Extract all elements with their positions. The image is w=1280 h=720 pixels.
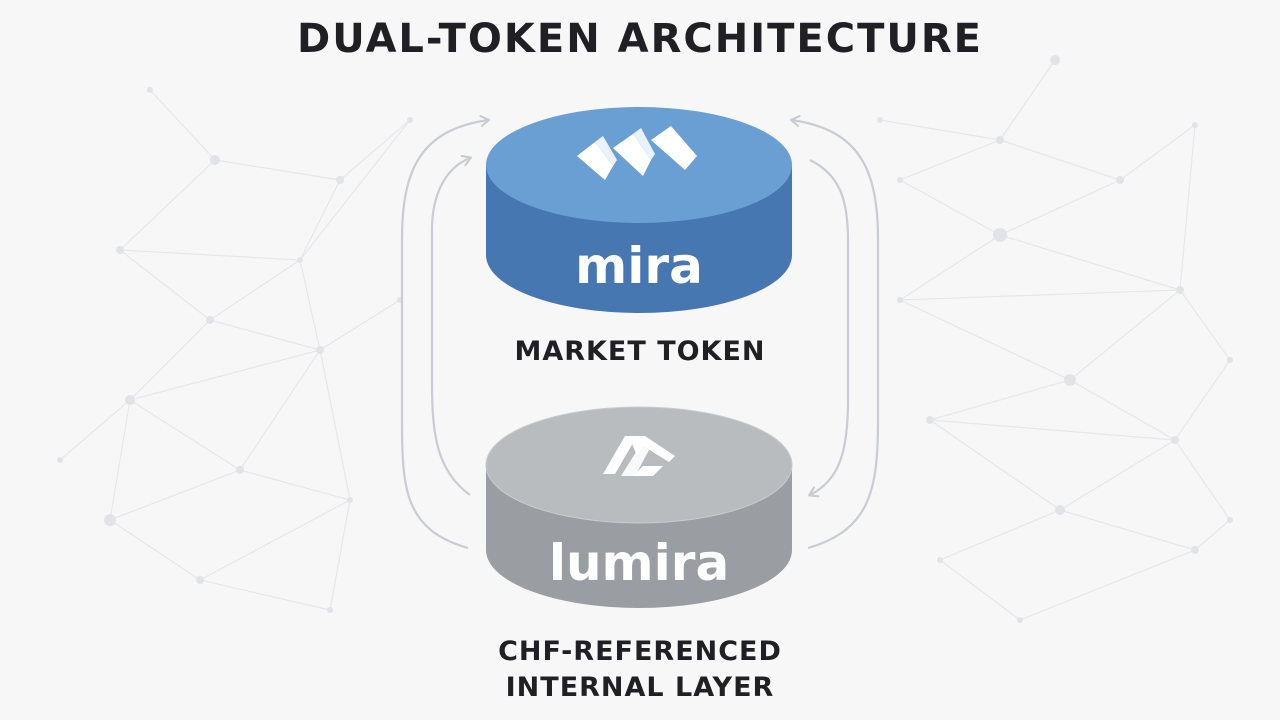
mira-token-cylinder: mira [486, 107, 792, 313]
chf-label-line-1: CHF-REFERENCED [498, 636, 782, 667]
right-outer-arrow [792, 120, 880, 550]
page-title: DUAL-TOKEN ARCHITECTURE [297, 16, 983, 62]
chf-label-line-2: INTERNAL LAYER [505, 672, 775, 703]
market-token-label: MARKET TOKEN [514, 336, 766, 367]
left-outer-arrow [400, 120, 488, 550]
lumira-token-cylinder: lumira [485, 406, 793, 608]
left-inner-arrow [430, 158, 470, 496]
mira-logo-icon [577, 126, 697, 180]
chf-referenced-label: CHF-REFERENCED INTERNAL LAYER [0, 634, 1280, 706]
mira-token-name: mira [575, 237, 703, 295]
right-inner-arrow [810, 159, 850, 495]
lumira-token-name: lumira [549, 534, 729, 592]
lumira-logo-icon [603, 436, 675, 476]
